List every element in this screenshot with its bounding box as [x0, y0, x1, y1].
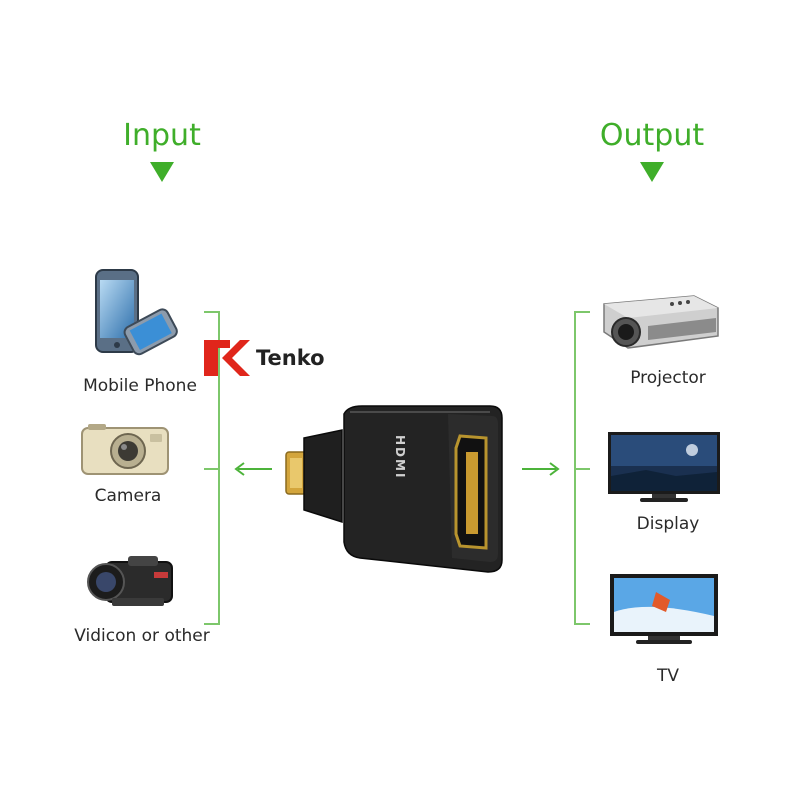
brand-name: Tenko — [256, 346, 325, 370]
tv-icon — [608, 572, 720, 646]
input-device-label-camera: Camera — [94, 486, 162, 506]
input-bracket-tick — [204, 468, 220, 470]
input-device-label-mobile-phone: Mobile Phone — [83, 376, 197, 396]
input-down-arrow-icon — [150, 162, 174, 182]
projector-icon — [598, 286, 722, 356]
mobile-phone-icon — [92, 268, 192, 368]
brand-logo — [204, 336, 252, 380]
output-bracket-tick — [574, 468, 590, 470]
input-heading: Input — [123, 118, 201, 153]
output-device-label-projector: Projector — [630, 368, 706, 388]
input-device-label-vidicon: Vidicon or other — [74, 626, 210, 646]
display-icon — [606, 430, 722, 506]
left-arrow-icon — [232, 461, 274, 477]
output-device-label-tv: TV — [656, 666, 679, 686]
hdmi-adapter-image — [280, 402, 508, 574]
right-arrow-icon — [520, 461, 562, 477]
camera-icon — [80, 422, 172, 478]
adapter-port-print: HDMI — [393, 435, 407, 480]
camcorder-icon — [84, 552, 180, 616]
output-heading: Output — [599, 118, 705, 153]
brand-mark-icon — [204, 340, 250, 376]
output-device-label-display: Display — [636, 514, 700, 534]
output-down-arrow-icon — [640, 162, 664, 182]
